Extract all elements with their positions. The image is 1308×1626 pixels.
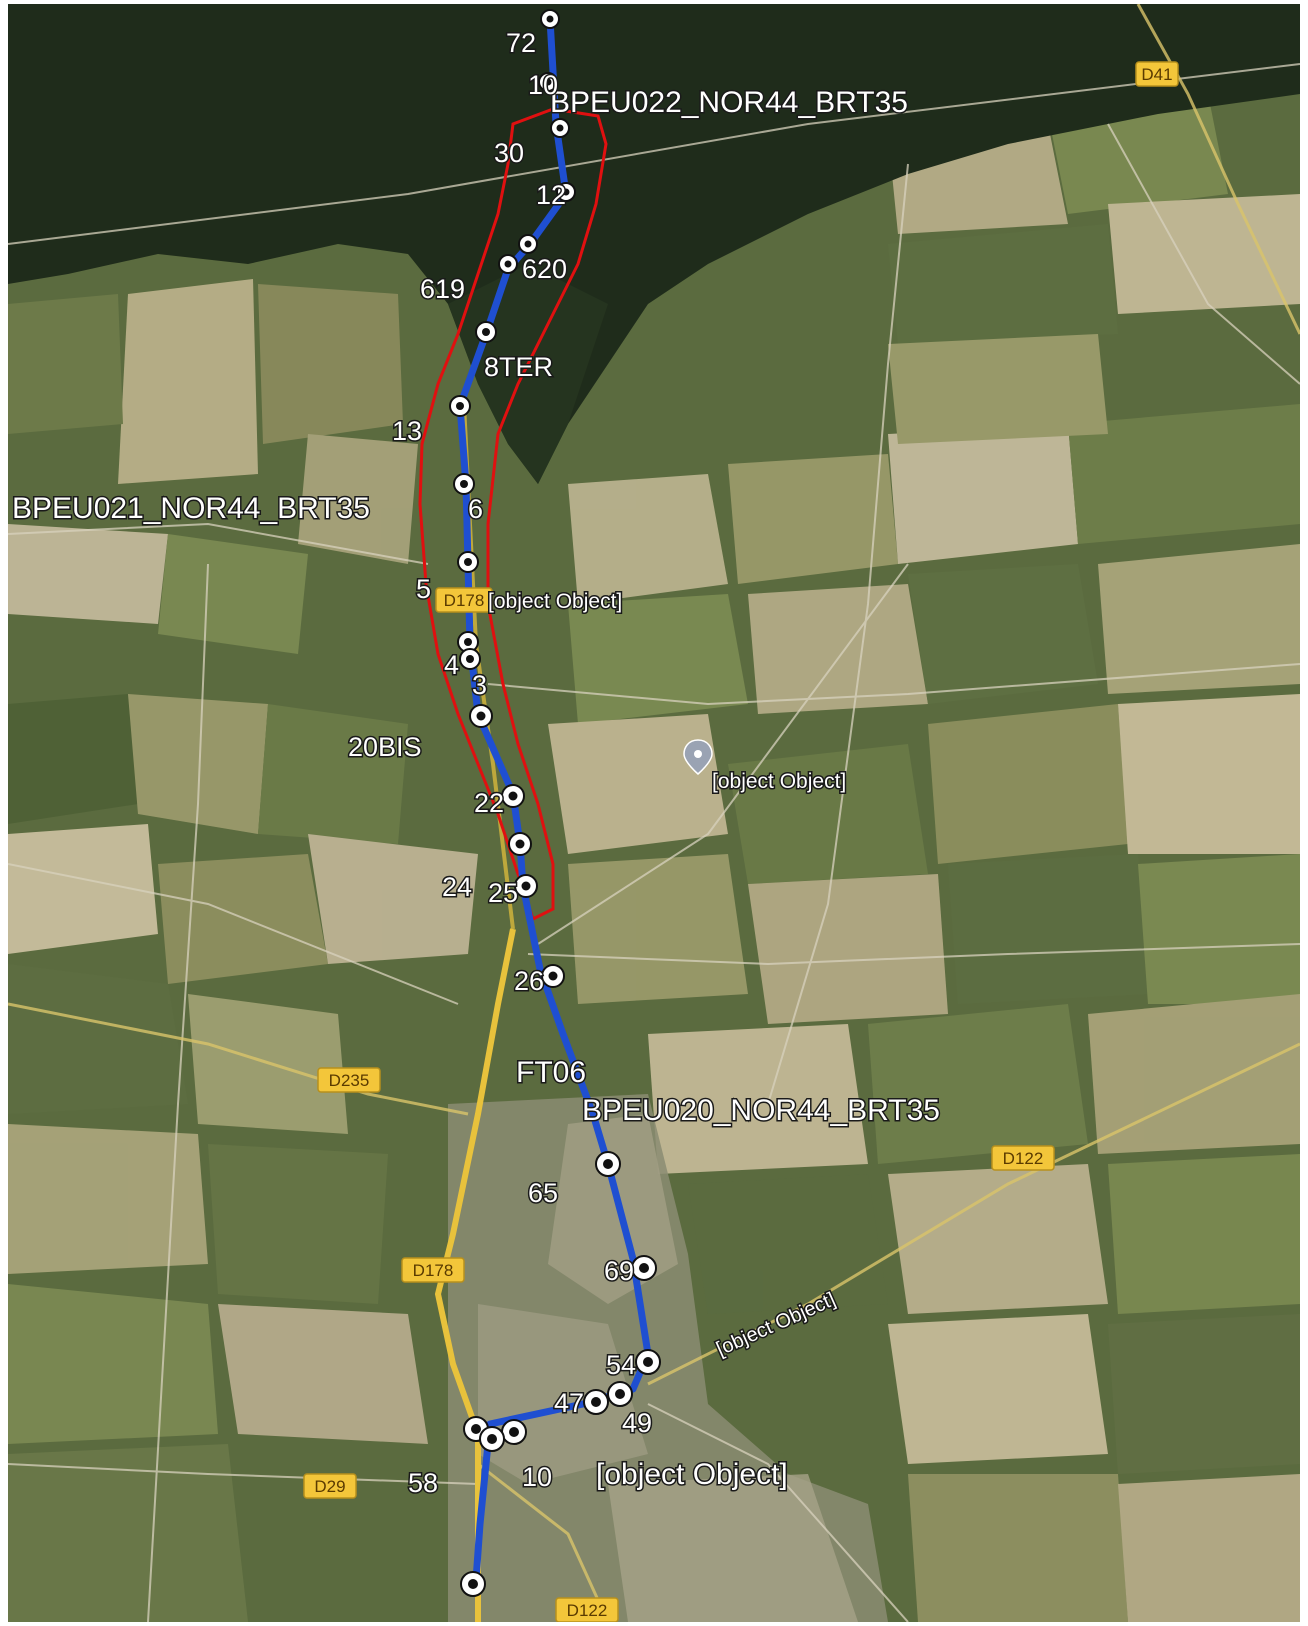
map-canvas: D41 D178 D235 D122 D178 D29 D122 BPEU022… <box>8 4 1300 1622</box>
route-node[interactable] <box>631 1255 657 1281</box>
route-node[interactable] <box>449 395 471 417</box>
node-label: 20BIS <box>348 732 422 762</box>
route-node[interactable] <box>457 551 479 573</box>
route-node[interactable] <box>550 118 570 138</box>
cable-label: FT06 <box>516 1056 586 1089</box>
route-node[interactable] <box>538 72 558 92</box>
road-shield: D122 <box>555 1597 619 1622</box>
node-label: 72 <box>506 28 536 58</box>
node-label: 26 <box>514 966 544 996</box>
node-label: 65 <box>528 1178 558 1208</box>
route-node[interactable] <box>583 1389 609 1415</box>
route-node[interactable] <box>595 1151 621 1177</box>
route-node[interactable] <box>514 874 538 898</box>
route-node[interactable] <box>479 1426 505 1452</box>
route-node[interactable] <box>501 1419 527 1445</box>
node-label: 620 <box>522 254 567 284</box>
town-label: [object Object] <box>596 1458 788 1491</box>
route-node[interactable] <box>459 648 481 670</box>
route-node[interactable] <box>518 234 538 254</box>
route-node[interactable] <box>498 254 518 274</box>
satellite-map[interactable]: D41 D178 D235 D122 D178 D29 D122 BPEU022… <box>8 4 1300 1622</box>
route-node[interactable] <box>453 473 475 495</box>
road-shield: D41 <box>1135 61 1179 87</box>
svg-text:D178: D178 <box>413 1261 454 1280</box>
town-block <box>608 1474 858 1622</box>
node-label: 6 <box>468 494 483 524</box>
node-label: 54 <box>606 1350 636 1380</box>
cable-label: BPEU020_NOR44_BRT35 <box>582 1094 940 1127</box>
location-pin-icon[interactable] <box>683 739 713 775</box>
route-node[interactable] <box>501 784 525 808</box>
forest-area <box>8 4 1300 484</box>
node-label: 619 <box>420 274 465 304</box>
route-node[interactable] <box>607 1381 633 1407</box>
node-label: 12 <box>536 180 566 210</box>
route-node[interactable] <box>540 9 560 29</box>
route-nodes <box>449 9 661 1597</box>
node-label: 10 <box>528 70 558 100</box>
road-shield: D178 <box>401 1257 465 1283</box>
node-label: 10 <box>522 1462 552 1492</box>
poi-label: [object Object] <box>488 590 622 613</box>
node-label: 58 <box>408 1468 438 1498</box>
road-shield: D122 <box>991 1145 1055 1171</box>
node-label: 5 <box>416 574 431 604</box>
cable-label: BPEU022_NOR44_BRT35 <box>550 86 908 119</box>
route-node[interactable] <box>556 182 576 202</box>
road-shield: D178 <box>435 587 493 613</box>
svg-text:D41: D41 <box>1141 65 1172 84</box>
svg-text:D29: D29 <box>314 1477 345 1496</box>
route-node[interactable] <box>508 832 532 856</box>
poi-label: [object Object] <box>712 770 846 793</box>
minor-roads <box>8 63 1300 1622</box>
road-shield: D29 <box>303 1473 357 1499</box>
node-label: 22 <box>474 788 504 818</box>
node-label: 47 <box>554 1388 584 1418</box>
route-node[interactable] <box>635 1349 661 1375</box>
svg-text:D122: D122 <box>567 1601 608 1620</box>
node-label: 69 <box>604 1256 634 1286</box>
route-node[interactable] <box>475 321 497 343</box>
node-label: 3 <box>472 670 487 700</box>
node-label: 24 <box>442 872 472 902</box>
route-node[interactable] <box>541 964 565 988</box>
node-label: 8TER <box>484 352 553 382</box>
route-node[interactable] <box>460 1571 486 1597</box>
departmental-roads <box>8 4 1300 1622</box>
svg-text:D235: D235 <box>329 1071 370 1090</box>
route-node[interactable] <box>469 704 493 728</box>
field-patches <box>8 94 1300 1622</box>
node-label: 13 <box>392 416 422 446</box>
node-label: 25 <box>488 878 518 908</box>
svg-text:D122: D122 <box>1003 1149 1044 1168</box>
svg-text:D178: D178 <box>444 591 485 610</box>
node-label: 4 <box>444 650 459 680</box>
road-shield: D235 <box>317 1067 381 1093</box>
cable-label: BPEU021_NOR44_BRT35 <box>12 492 370 525</box>
node-label: 49 <box>622 1408 652 1438</box>
node-label: 30 <box>494 138 524 168</box>
